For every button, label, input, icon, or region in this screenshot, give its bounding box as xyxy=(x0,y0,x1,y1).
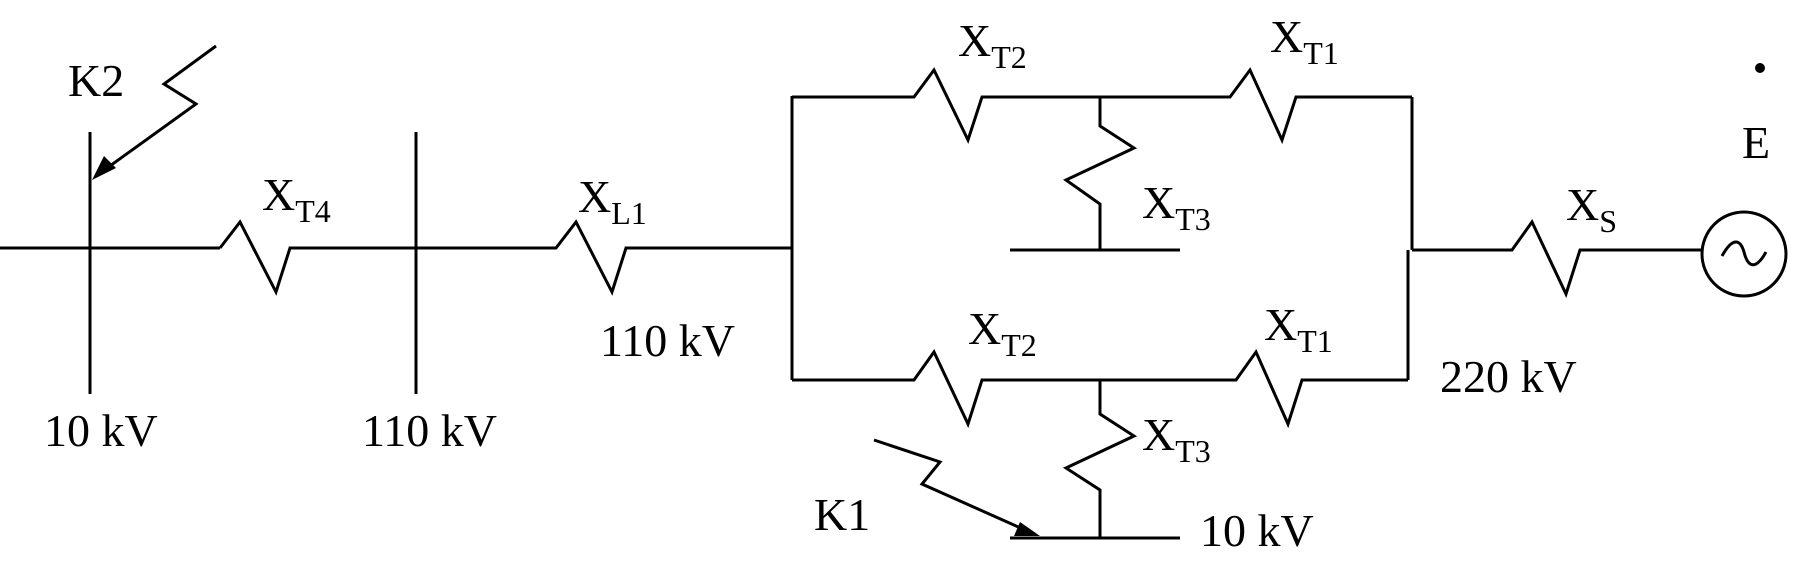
fault-arrowhead-k1 xyxy=(1014,522,1040,536)
reactance-xt1-top xyxy=(1100,67,1412,145)
reactance-xt4 xyxy=(218,219,416,296)
label-xt2-top: XT2 xyxy=(958,15,1027,75)
label-xt4: XT4 xyxy=(262,169,331,229)
label-k2: K2 xyxy=(68,55,124,106)
reactance-xt1-bottom xyxy=(1100,348,1408,429)
label-xt1-bottom: XT1 xyxy=(1264,299,1333,359)
label-xt3-top: XT3 xyxy=(1142,177,1211,237)
voltage-label-110kv-line: 110 kV xyxy=(600,315,735,366)
voltage-label-10kv-bottom: 10 kV xyxy=(1200,505,1314,556)
reactance-xt2-top xyxy=(792,67,1100,144)
label-xs: XS xyxy=(1566,179,1617,239)
reactance-xt2-bottom xyxy=(792,349,1100,429)
label-xl1: XL1 xyxy=(578,171,647,231)
reactance-xs xyxy=(1412,219,1702,299)
voltage-label-110kv-bus: 110 kV xyxy=(362,405,497,456)
voltage-label-220kv: 220 kV xyxy=(1440,351,1577,402)
left-feeder xyxy=(0,132,220,394)
voltage-label-10kv-left: 10 kV xyxy=(44,405,158,456)
label-xt2-bottom: XT2 xyxy=(968,303,1037,363)
label-xt3-bottom: XT3 xyxy=(1142,409,1211,469)
sine-wave-icon xyxy=(1720,240,1768,267)
fault-arrow-k1 xyxy=(873,438,1035,536)
fault-arrowhead-k2 xyxy=(92,156,116,180)
phasor-dot-icon xyxy=(1755,63,1765,73)
label-source-e: E xyxy=(1742,117,1770,168)
label-k1: K1 xyxy=(814,489,870,540)
fault-arrow-k2 xyxy=(95,44,217,178)
reactance-xl1 xyxy=(416,219,792,296)
reactance-xt3-top xyxy=(1063,97,1138,250)
generator-source-icon xyxy=(1700,210,1788,298)
label-xt1-top: XT1 xyxy=(1270,11,1339,71)
reactance-xt3-bottom xyxy=(1062,380,1138,538)
